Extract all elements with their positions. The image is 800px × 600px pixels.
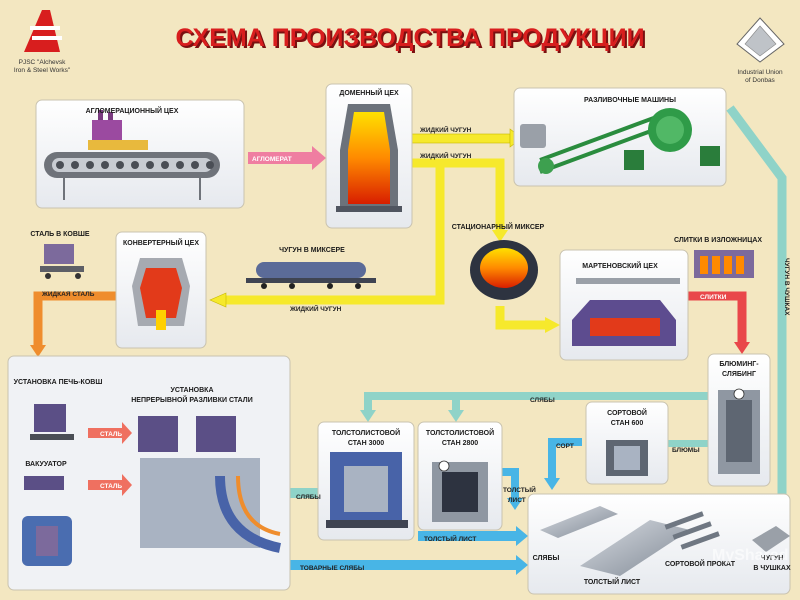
slabs-top-flow <box>360 392 708 422</box>
vacuum-label: ВАКУУАТОР <box>25 461 67 468</box>
product-pig-label-line1: ЧУГУН <box>761 555 784 562</box>
stationary-mixer-label: СТАЦИОНАРНЫЙ МИКСЕР <box>452 222 545 231</box>
slabs-product <box>540 506 618 538</box>
ladle-steel: СТАЛЬ В КОВШЕ <box>30 231 90 279</box>
flow-thick-sheet-label-2: ЛИСТ <box>508 497 526 504</box>
ingots-moulds: СЛИТКИ В ИЗЛОЖНИЦАХ <box>674 237 762 278</box>
plate-mill-2800-label-line1: ТОЛСТОЛИСТОВОЙ <box>426 428 494 437</box>
blast-furnace-panel: ДОМЕННЫЙ ЦЕХ <box>325 83 413 229</box>
section-mill-600-panel: СОРТОВОЙ СТАН 600 <box>585 401 669 485</box>
product-pig-label-line2: В ЧУШКАХ <box>753 565 791 572</box>
steelmaking-panel: УСТАНОВКА ПЕЧЬ-КОВШ ВАКУУАТОР СТАЛЬ СТАЛ… <box>7 355 291 591</box>
blooming-panel: БЛЮМИНГ- СЛЯБИНГ <box>707 353 771 487</box>
flow-liquid-iron-label-3: ЖИДКИЙ ЧУГУН <box>289 304 342 313</box>
section-product <box>664 511 720 550</box>
ccm-label-line2: НЕПРЕРЫВНОЙ РАЗЛИВКИ СТАЛИ <box>131 395 253 404</box>
products-panel: СЛЯБЫ ТОЛСТЫЙ ЛИСТ СОРТОВОЙ ПРОКАТ ЧУГУН… <box>527 493 791 595</box>
flow-commercial-slabs-label: ТОВАРНЫЕ СЛЯБЫ <box>300 565 364 572</box>
blooming-label-line2: СЛЯБИНГ <box>722 371 756 378</box>
union-logo: Industrial Union of Donbas <box>736 17 785 84</box>
plate-mill-3000-label-line2: СТАН 3000 <box>348 440 384 447</box>
company-name-line2: Iron & Steel Works" <box>14 67 71 74</box>
ladle-furnace-label: УСТАНОВКА ПЕЧЬ-КОВШ <box>14 379 103 386</box>
liquid-iron-flow <box>209 128 560 333</box>
flow-thick-sheet-label-1: ТОЛСТЫЙ <box>503 485 536 494</box>
ladle-steel-label: СТАЛЬ В КОВШЕ <box>30 231 90 238</box>
flow-liquid-steel-label: ЖИДКАЯ СТАЛЬ <box>41 291 95 298</box>
flow-liquid-iron-label-1: ЖИДКИЙ ЧУГУН <box>419 125 472 134</box>
flow-thick-sheet-arrow-label: ТОЛСТЫЙ ЛИСТ <box>424 534 476 543</box>
plate-mill-2800-panel: ТОЛСТОЛИСТОВОЙ СТАН 2800 <box>417 421 503 531</box>
sinter-plant-label: АГЛОМЕРАЦИОННЫЙ ЦЕХ <box>86 106 179 115</box>
pig-iron-product <box>752 526 790 552</box>
company-logo-icon <box>24 10 60 52</box>
ingots-moulds-label: СЛИТКИ В ИЗЛОЖНИЦАХ <box>674 237 762 244</box>
blooming-label-line1: БЛЮМИНГ- <box>719 361 759 368</box>
ccm-label-line1: УСТАНОВКА <box>170 387 213 394</box>
continuous-caster: УСТАНОВКА НЕПРЕРЫВНОЙ РАЗЛИВКИ СТАЛИ <box>131 387 282 553</box>
product-slabs-label: СЛЯБЫ <box>533 555 560 562</box>
ladle-furnace: УСТАНОВКА ПЕЧЬ-КОВШ <box>14 379 103 440</box>
open-hearth-label: МАРТЕНОВСКИЙ ЦЕХ <box>582 261 658 270</box>
plate-mill-2800-label-line2: СТАН 2800 <box>442 440 478 447</box>
flow-sort-label: СОРТ <box>556 443 574 450</box>
plate-mill-3000-panel: ТОЛСТОЛИСТОВОЙ СТАН 3000 <box>317 421 415 541</box>
liquid-steel-flow <box>30 291 118 357</box>
vacuum-degasser: ВАКУУАТОР <box>22 461 72 566</box>
flow-blooms-label: БЛЮМЫ <box>672 447 700 454</box>
product-thick-sheet-label: ТОЛСТЫЙ ЛИСТ <box>584 577 641 586</box>
blast-furnace-label: ДОМЕННЫЙ ЦЕХ <box>339 88 399 97</box>
converter-label: КОНВЕРТЕРНЫЙ ЦЕХ <box>123 238 199 247</box>
mixer-car: ЧУГУН В МИКСЕРЕ <box>246 247 376 289</box>
company-name-line1: PJSC "Alchevsk <box>19 59 66 66</box>
mixer-iron-label: ЧУГУН В МИКСЕРЕ <box>279 247 345 254</box>
union-name-line1: Industrial Union <box>737 69 783 76</box>
thick-sheet-product <box>580 520 690 576</box>
flow-steel-label-1: СТАЛЬ <box>100 431 122 438</box>
page-title: СХЕМА ПРОИЗВОДСТВА ПРОДУКЦИИ <box>175 24 644 52</box>
flow-pig-iron-label: ЧУГУН В ЧУШКАХ <box>783 258 790 316</box>
sinter-plant-panel: АГЛОМЕРАЦИОННЫЙ ЦЕХ <box>35 99 245 209</box>
plate-mill-3000-label-line1: ТОЛСТОЛИСТОВОЙ <box>332 428 400 437</box>
section-mill-600-label-line1: СОРТОВОЙ <box>607 408 647 417</box>
title-shadow: СХЕМА ПРОИЗВОДСТВА ПРОДУКЦИИ <box>177 26 646 54</box>
flow-slabs-ccm-label: СЛЯБЫ <box>296 494 321 501</box>
agglomerate-flow <box>248 146 326 170</box>
casting-machines-label: РАЗЛИВОЧНЫЕ МАШИНЫ <box>584 97 676 104</box>
flow-liquid-iron-label-2: ЖИДКИЙ ЧУГУН <box>419 151 472 160</box>
flow-ingots-label: СЛИТКИ <box>700 294 727 301</box>
company-logo: PJSC "Alchevsk Iron & Steel Works" <box>14 10 71 74</box>
flow-agglomerate-label: АГЛОМЕРАТ <box>252 156 292 163</box>
open-hearth-panel: МАРТЕНОВСКИЙ ЦЕХ <box>559 249 689 361</box>
ingots-flow <box>686 291 750 354</box>
stationary-mixer: СТАЦИОНАРНЫЙ МИКСЕР <box>452 222 545 300</box>
watermark: MyShared <box>712 547 788 564</box>
header: СХЕМА ПРОИЗВОДСТВА ПРОДУКЦИИ СХЕМА ПРОИЗ… <box>175 24 646 54</box>
casting-machines-panel: РАЗЛИВОЧНЫЕ МАШИНЫ <box>513 87 727 187</box>
flow-steel-label-2: СТАЛЬ <box>100 483 122 490</box>
union-name-line2: of Donbas <box>745 77 775 84</box>
section-mill-600-label-line2: СТАН 600 <box>611 420 644 427</box>
product-section-label: СОРТОВОЙ ПРОКАТ <box>665 559 736 568</box>
converter-panel: КОНВЕРТЕРНЫЙ ЦЕХ <box>115 231 207 349</box>
flow-slabs-top-label: СЛЯБЫ <box>530 397 555 404</box>
